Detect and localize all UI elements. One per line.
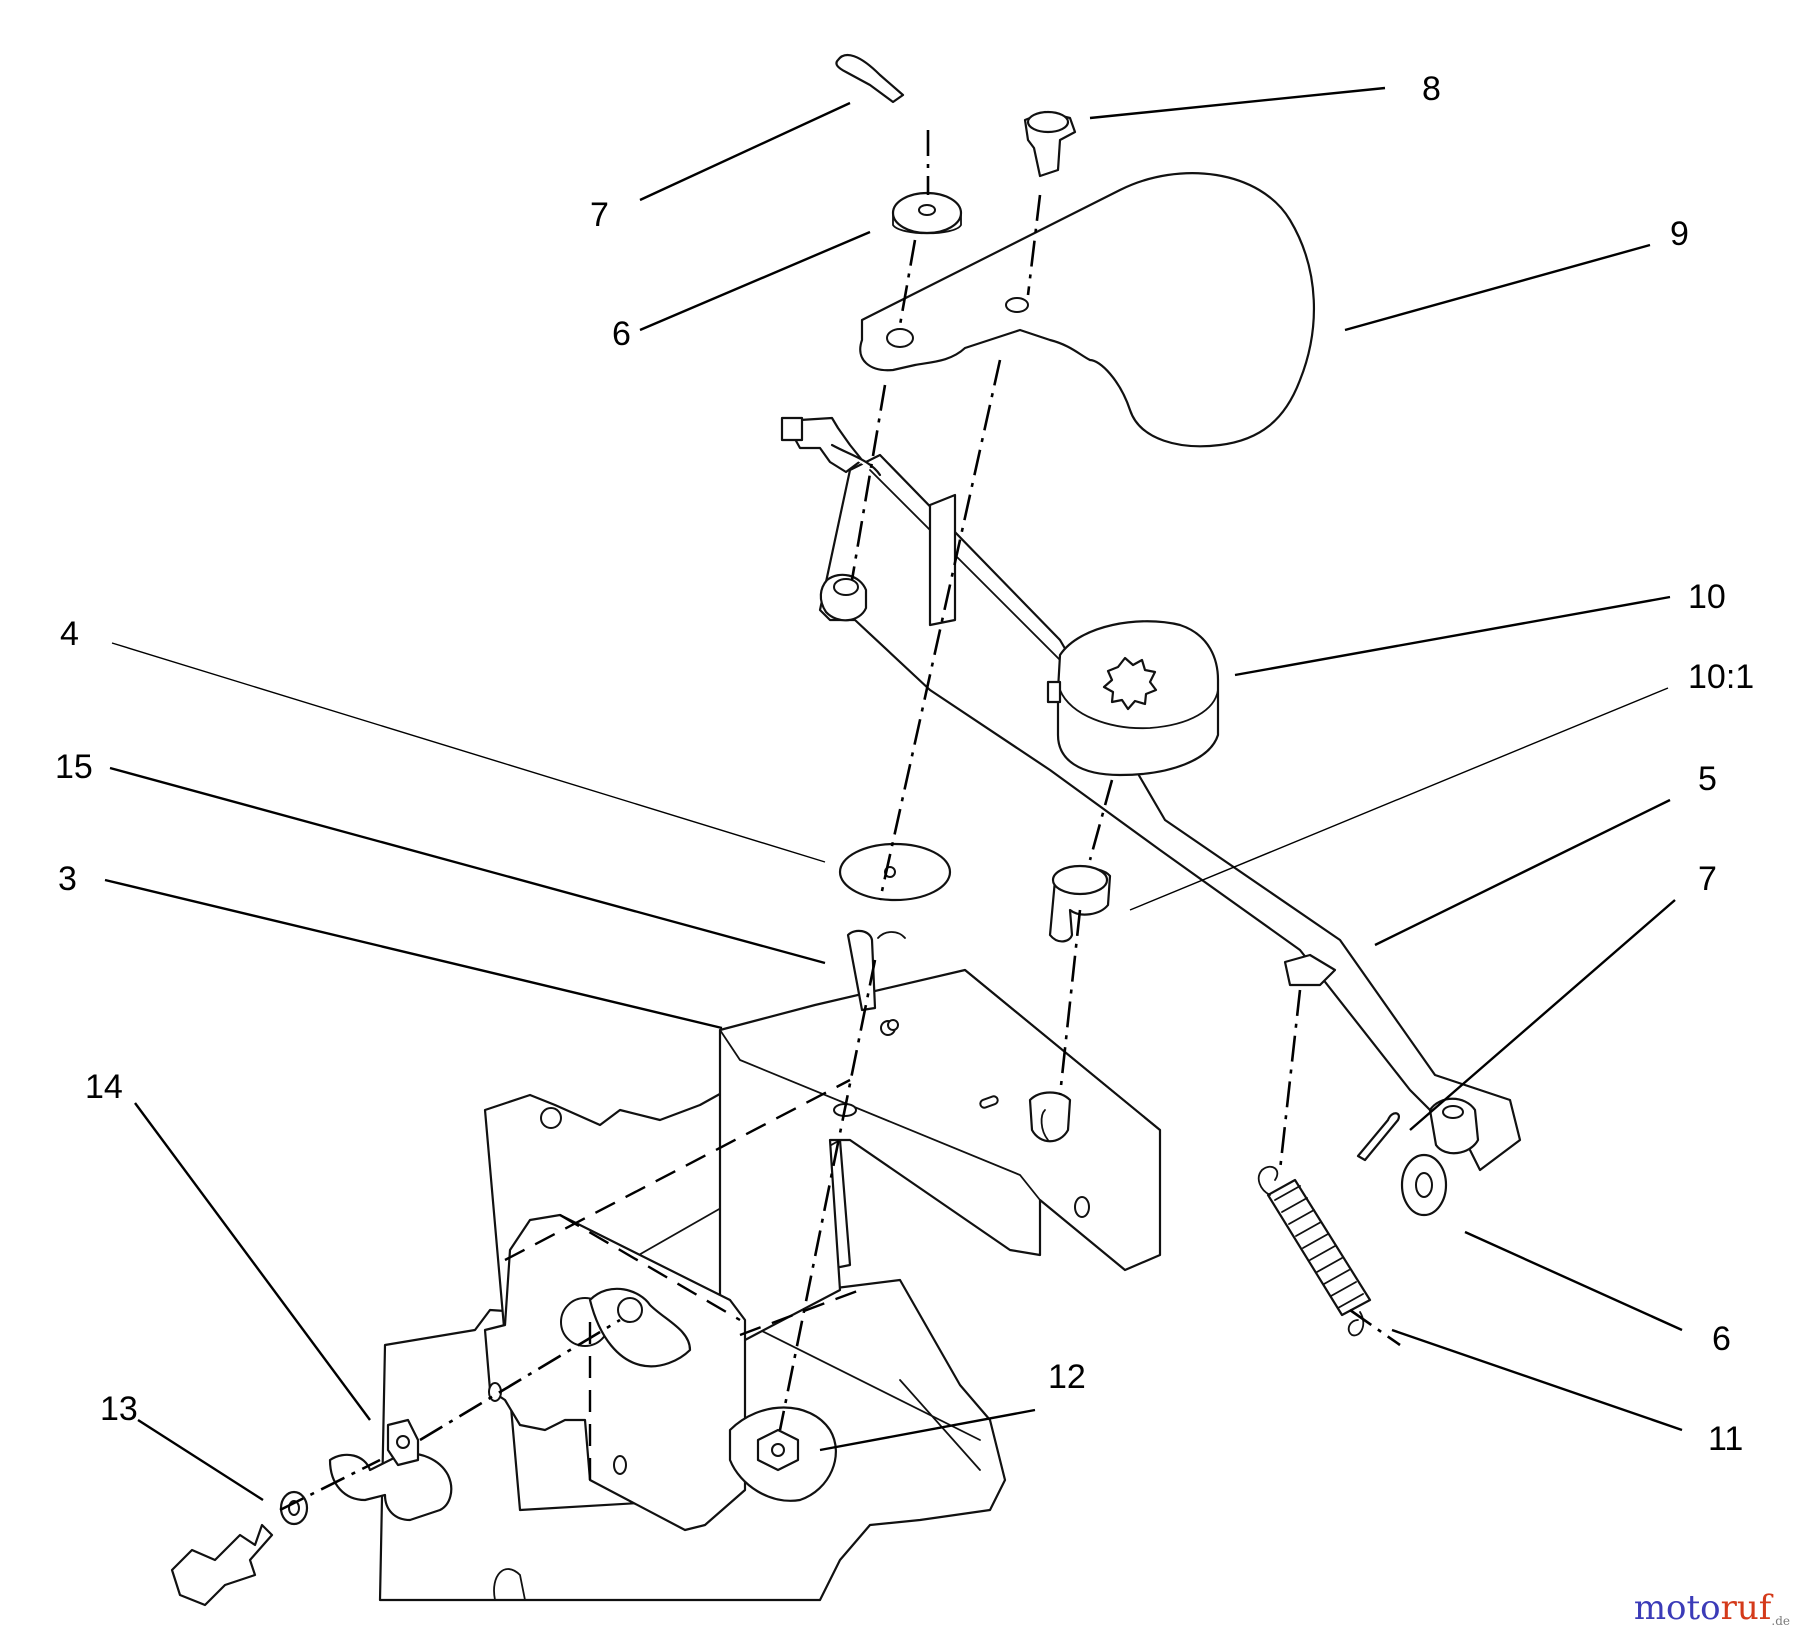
lever-9	[859, 172, 1316, 448]
watermark-part3: .de	[1771, 1614, 1790, 1628]
callout-12: 12	[1048, 1358, 1086, 1396]
leader-lines	[104, 86, 1683, 1502]
callout-4: 4	[60, 615, 79, 653]
watermark-part2: ruf	[1720, 1588, 1772, 1628]
callout-3: 3	[58, 860, 77, 898]
washer-6-top	[891, 191, 963, 235]
bushing-10-1	[1048, 864, 1112, 943]
hub-10	[1046, 620, 1220, 777]
callout-6-top: 6	[612, 315, 631, 353]
washer-4	[838, 842, 952, 902]
callout-10-1: 10:1	[1688, 658, 1754, 696]
callout-11: 11	[1708, 1420, 1743, 1458]
callout-6-right: 6	[1712, 1320, 1731, 1358]
clip-14	[328, 1418, 453, 1522]
bracket	[718, 968, 1162, 1342]
callout-7-right: 7	[1698, 860, 1717, 898]
nut-12	[728, 1406, 837, 1502]
centerlines	[279, 130, 1401, 1512]
spring-11	[1257, 1165, 1372, 1337]
bolt-8	[1023, 110, 1077, 178]
bolt-13	[170, 1490, 309, 1607]
watermark-part1: moto	[1633, 1588, 1721, 1628]
watermark-logo: motoruf.de	[1634, 1588, 1790, 1628]
pin-15	[846, 929, 906, 1031]
callout-14: 14	[85, 1068, 123, 1106]
callouts: 7 8 9 6 10 10:1 4 15 5 3 7 14 12 13 6 11	[55, 70, 1754, 1458]
callout-10: 10	[1688, 578, 1726, 616]
cotter-pin-7-right	[1356, 1112, 1400, 1162]
stud	[1028, 1091, 1072, 1143]
callout-9: 9	[1670, 215, 1689, 253]
washer-6-right	[1400, 1153, 1448, 1217]
callout-8: 8	[1422, 70, 1441, 108]
callout-13: 13	[100, 1390, 138, 1428]
lower-plate	[483, 1213, 747, 1532]
hidden-edges	[504, 1078, 861, 1480]
callout-15: 15	[55, 748, 93, 786]
cotter-pin-7-top	[835, 53, 905, 104]
arm-5	[780, 416, 1522, 1172]
callout-5: 5	[1698, 760, 1717, 798]
callout-7-top: 7	[590, 196, 609, 234]
